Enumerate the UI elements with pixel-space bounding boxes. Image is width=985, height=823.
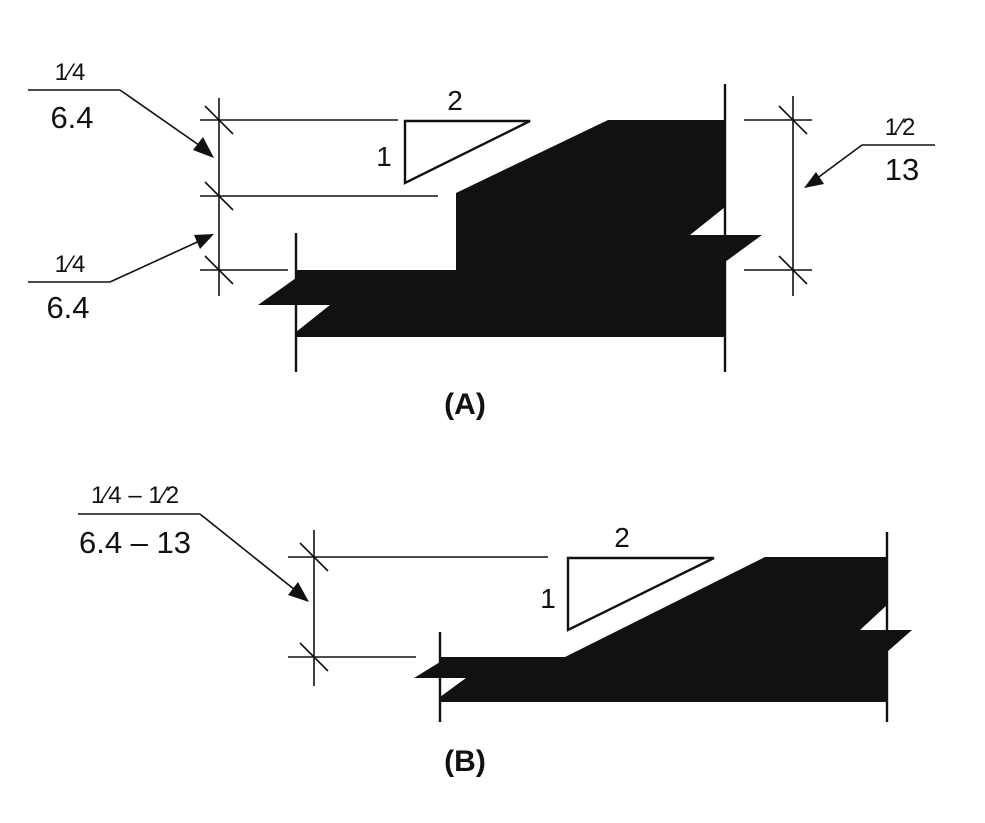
diagram-a-tick [204,105,234,135]
diagram-a-lower-metric: 6.4 [46,290,89,325]
diagram-b-tick [299,642,329,672]
diagram-a-leader-right [811,144,863,183]
diagram-a-floor-section [258,120,762,337]
diagram-b-floor-section [414,557,912,702]
diagram-a-slope-rise-label: 1 [376,141,392,172]
diagram-a-tick [778,255,808,285]
diagram-a-arrowhead-upper [193,137,214,158]
diagram-a-right-imperial: 1⁄2 [885,114,916,141]
diagram-a-slope-run-label: 2 [447,85,463,116]
diagram-b-tick [299,542,329,572]
diagram-b-slope-run-label: 2 [614,522,630,553]
diagram-a-caption: (A) [444,388,486,421]
diagram-b-imperial: 1⁄4 – 1⁄2 [91,482,179,509]
diagram-a-arrowhead-right [804,172,824,188]
diagram-b: 1⁄4 – 1⁄2 6.4 – 13 2 1 (B) [78,482,912,778]
diagram-b-leader [199,513,301,595]
diagram-a-tick [778,105,808,135]
diagram-a-tick [204,255,234,285]
diagram-a-lower-imperial: 1⁄4 [55,251,86,278]
diagram-b-slope-triangle [566,556,715,632]
diagram-b-caption: (B) [444,745,486,778]
diagram-b-arrowhead [288,582,309,602]
diagram-b-metric: 6.4 – 13 [79,525,191,560]
diagram-a-right-metric: 13 [885,152,919,187]
diagram-a: 1⁄4 6.4 1⁄4 6.4 1⁄2 13 2 1 (A) [28,59,935,421]
diagram-a-leader-lower [109,237,207,283]
diagram-a-slope-triangle [403,119,531,185]
diagram-a-upper-imperial: 1⁄4 [55,59,86,86]
diagram-b-slope-rise-label: 1 [540,583,556,614]
diagram-a-upper-metric: 6.4 [50,100,93,135]
diagram-a-arrowhead-lower [194,234,214,249]
diagram-a-tick [204,181,234,211]
diagram-a-leader-upper [119,89,207,151]
